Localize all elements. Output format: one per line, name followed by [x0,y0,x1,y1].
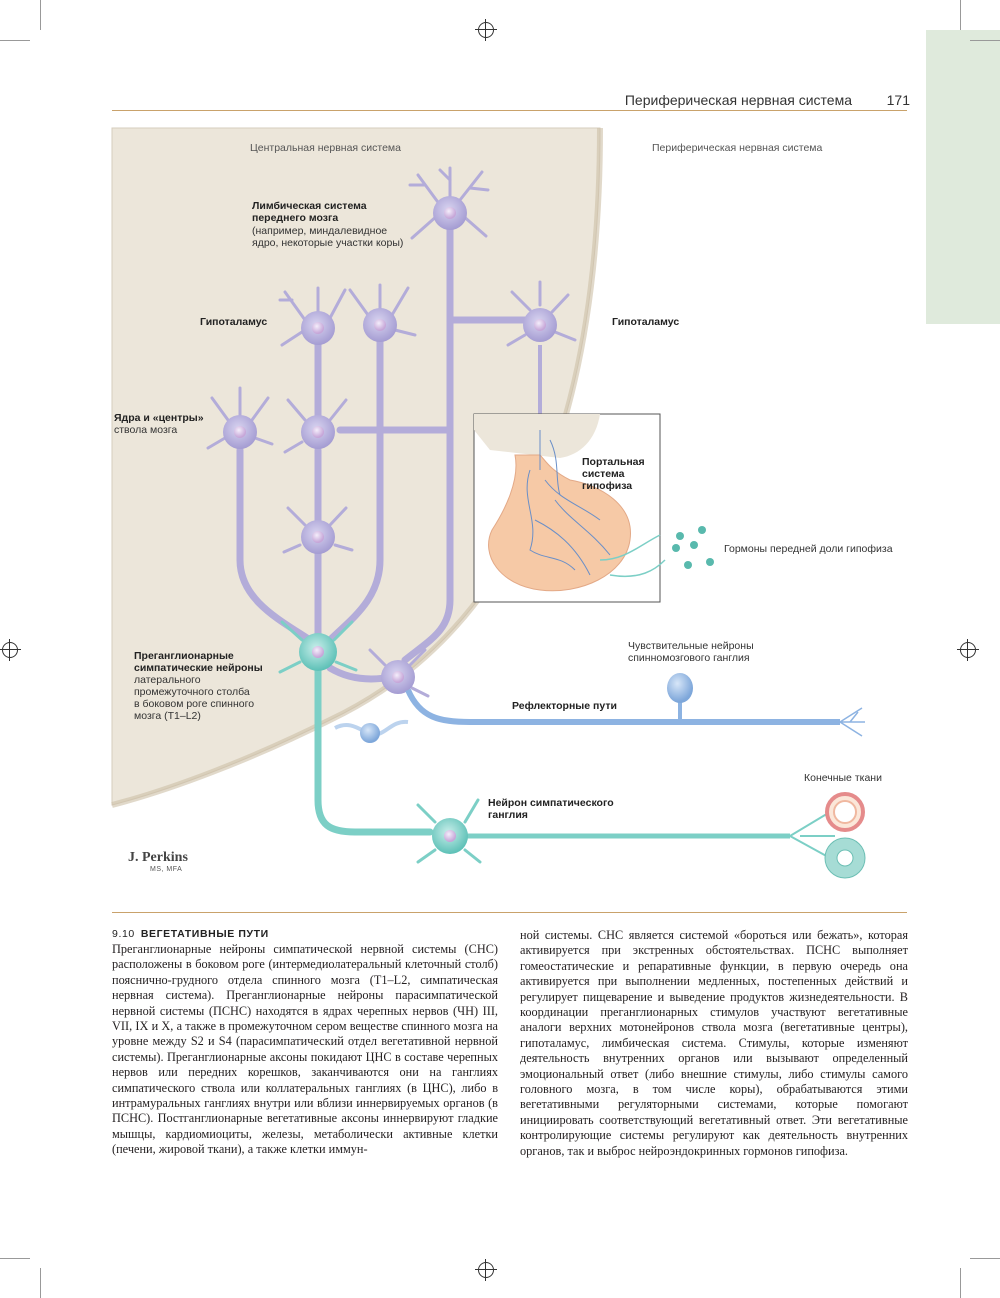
hormone-granules [672,526,714,569]
section-title: ВЕГЕТАТИВНЫЕ ПУТИ [140,928,269,940]
hypothalamus-label-left: Гипоталамус [200,316,268,328]
chapter-tab [926,30,1000,324]
portal-label-3: гипофиза [582,480,633,492]
cns-border-shadow [111,127,603,808]
ganglion-neuron-label-1: Нейрон симпатического [488,797,614,809]
cns-label: Центральная нервная система [250,142,401,154]
body-column-right: ной системы. СНС является системой «боро… [520,928,908,1158]
reflex-cell [360,723,380,743]
preganglionic-detail-2: промежуточного столба [134,686,250,698]
limbic-axon [401,211,454,664]
preganglionic-detail-1: латерального [134,674,201,686]
brainstem-axon [236,446,314,644]
brainstem-neuron-mid [283,398,348,454]
section-heading: 9.10 ВЕГЕТАТИВНЫЕ ПУТИ [112,928,269,940]
hypothalamus-label-right: Гипоталамус [612,316,680,328]
sympathetic-ganglion-neuron [416,798,482,864]
portal-inset-brain [474,414,600,458]
hypothalamus-neuron-right [506,280,577,347]
brainstem-neuron-left [206,386,274,450]
target-tissues-label: Конечные ткани [804,772,882,784]
limbic-title-2: переднего мозга [252,212,339,224]
crop-mark [0,1258,30,1259]
illustrator-credit: J. Perkins [128,850,188,865]
crop-mark [970,1258,1000,1259]
crop-mark [40,0,41,30]
header-rule [112,110,907,111]
running-title: Периферическая нервная система [624,92,852,108]
preganglionic-title-2: симпатические нейроны [134,662,263,674]
reflex-axon [405,688,840,725]
crop-mark [970,40,1000,41]
lower-brainstem-neuron [282,506,354,554]
target-vessel [825,792,865,832]
autonomic-pathways-illustration [111,127,866,879]
limbic-detail-2: ядро, некоторые участки коры) [252,237,404,249]
brainstem-detail: ствола мозга [114,424,178,436]
preganglionic-detail-4: мозга (T1–L2) [134,710,201,722]
ganglion-neuron-label-2: ганглия [488,809,528,821]
crop-mark [960,1268,961,1298]
figure-rule [112,912,907,913]
crop-mark [0,40,30,41]
registration-mark-right [957,639,979,661]
hormone-return-arrow [609,559,666,577]
reflex-label: Рефлекторные пути [512,700,617,712]
portal-label-2: система [582,468,625,480]
registration-mark-left [0,639,21,661]
preganglionic-neuron [278,620,358,674]
hypothalamus-neuron-left [278,286,347,347]
hypothalamus-mid-axon [326,336,384,644]
crop-mark [40,1268,41,1298]
sensory-label-2: спинномозгового ганглия [628,652,750,664]
limbic-detail-1: (например, миндалевидное [252,225,388,237]
limbic-neuron [408,166,490,240]
target-gland [824,837,866,879]
sensory-terminals [839,707,865,737]
page-number: 171 [886,92,910,108]
preganglionic-axon [314,664,434,836]
preganglionic-detail-3: в боковом роге спинного [134,698,255,710]
body-column-left: Преганглионарные нейроны симпатической н… [112,942,498,1157]
pns-label: Периферическая нервная система [652,142,823,154]
sensory-ganglion-neuron [667,673,693,703]
limbic-title-1: Лимбическая система [252,200,367,212]
reflex-interneuron [368,648,430,698]
crop-mark [960,0,961,30]
registration-mark-bottom [475,1259,497,1281]
hormone-arrow [599,534,661,561]
section-number: 9.10 [112,928,135,940]
hypothalamus-neuron-mid [348,283,417,342]
portal-label-1: Портальная [582,456,645,468]
postganglionic-terminals [789,811,835,859]
preganglionic-title-1: Преганглионарные [134,650,234,662]
illustrator-degree: MS, MFA [150,866,183,873]
sensory-label-1: Чувствительные нейроны [628,640,754,652]
pituitary-gland [488,454,631,592]
portal-capillaries [526,430,611,576]
registration-mark-top [475,19,497,41]
hormones-label: Гормоны передней доли гипофиза [724,543,893,555]
brainstem-title: Ядра и «центры» [114,412,204,424]
